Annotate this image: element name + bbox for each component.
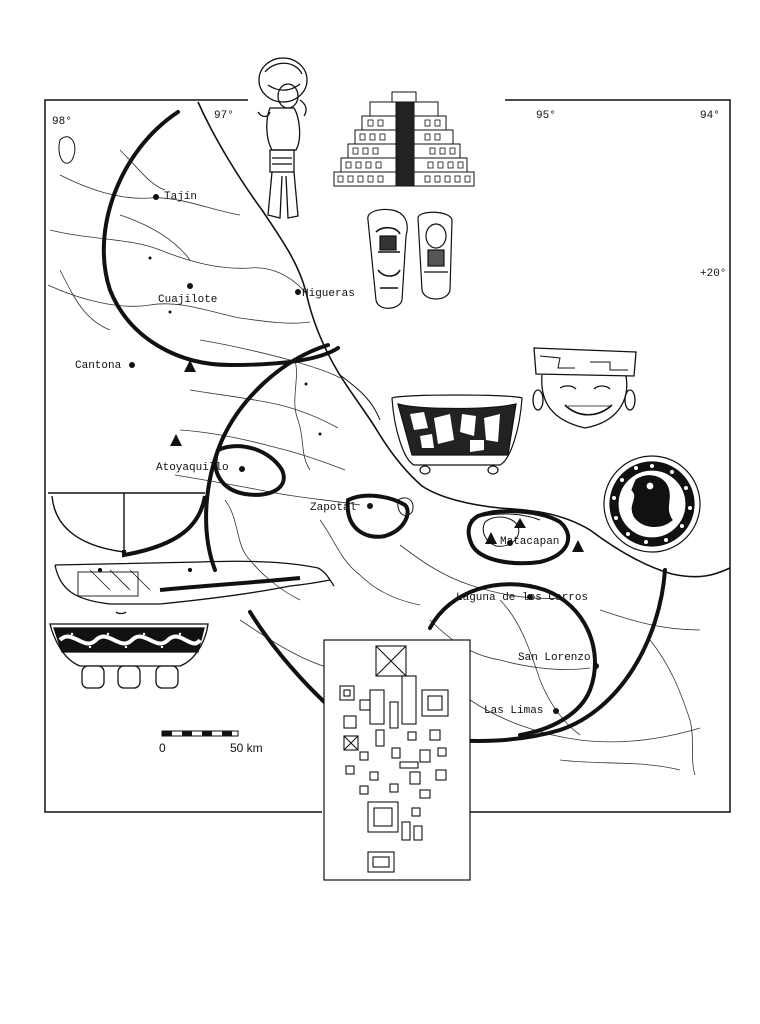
site-labels: Tajín Higueras Cuajilote Cantona Atoyaqu… <box>75 191 591 717</box>
latitude-20: +20° <box>700 268 726 280</box>
standing-figurine-illustration <box>257 57 308 219</box>
scale-bar: 0 50 km <box>159 730 263 755</box>
stepped-pyramid-illustration <box>333 91 475 187</box>
boundary-southern-inner <box>428 582 597 737</box>
site-label-tajin: Tajín <box>164 191 197 203</box>
peak-icon <box>514 518 526 528</box>
site-plan-inset <box>323 639 471 881</box>
site-label-san-lorenzo: San Lorenzo <box>518 652 591 664</box>
scale-end-label: 50 km <box>230 741 263 755</box>
boundary-atoyaquillo <box>213 444 286 497</box>
decorated-plate-illustration <box>603 455 701 553</box>
boundary-matacapan <box>466 509 571 566</box>
site-label-matacapan: Matacapan <box>500 536 559 548</box>
peak-icon <box>485 532 497 544</box>
site-label-zapotal: Zapotal <box>310 502 356 514</box>
longitude-98: 98° <box>52 116 72 128</box>
tripod-bowl-illustration <box>49 623 209 689</box>
boundary-southern-olmec <box>448 568 667 743</box>
region-boundaries <box>101 110 667 743</box>
peak-symbols <box>170 360 584 552</box>
boundary-central <box>204 343 330 572</box>
longitude-97: 97° <box>214 110 234 122</box>
scale-start-label: 0 <box>159 741 166 755</box>
bowl-profile-illustration <box>48 492 207 558</box>
boundary-north <box>101 110 340 368</box>
site-label-cantona: Cantona <box>75 360 122 372</box>
site-label-higueras: Higueras <box>302 288 355 300</box>
longitude-95: 95° <box>536 110 556 122</box>
site-label-cuajilote: Cuajilote <box>158 294 217 306</box>
boundary-zapotal <box>345 493 410 539</box>
site-label-laguna-de-los-cerros: Laguna de los Cerros <box>456 592 588 604</box>
longitude-94: 94° <box>700 110 720 122</box>
ladle-profile-illustration <box>54 560 335 615</box>
lagoons <box>58 136 520 547</box>
site-label-las-limas: Las Limas <box>484 705 543 717</box>
map-frame <box>44 99 731 813</box>
smiling-face-illustration <box>532 347 637 429</box>
graticule-labels: 98° 97° 95° 94° +20° <box>52 110 726 280</box>
peak-icon <box>184 360 196 372</box>
carved-palma-illustration <box>367 208 453 309</box>
site-label-atoyaquillo: Atoyaquillo <box>156 462 229 474</box>
peak-icon <box>572 540 584 552</box>
site-markers <box>129 194 599 714</box>
peak-icon <box>170 434 182 446</box>
decorated-bowl-illustration <box>391 394 523 475</box>
